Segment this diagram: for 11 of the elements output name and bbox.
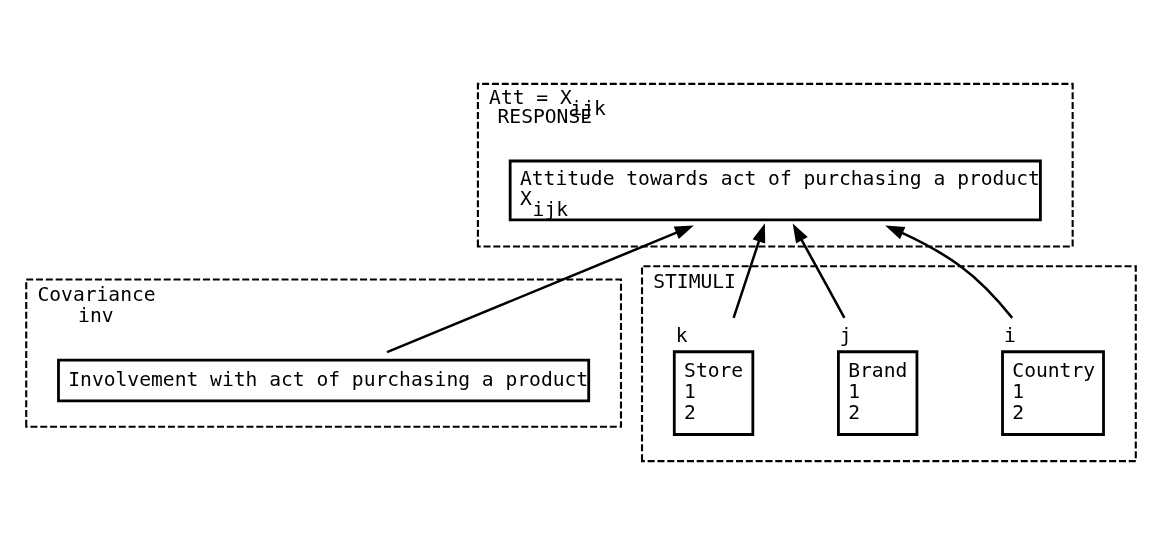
node-box: Country 1 2 <box>1001 349 1105 436</box>
arrow <box>885 224 1014 319</box>
node-label: i <box>1003 323 1016 347</box>
node-box: Brand 1 2 <box>837 349 919 436</box>
arrow <box>732 222 766 318</box>
node-box: Store 1 2 <box>672 349 755 436</box>
node-label: k <box>675 323 688 347</box>
node-box: Involvement with act of purchasing a product <box>57 358 591 402</box>
arrow <box>386 225 694 353</box>
arrow <box>792 223 846 318</box>
node-label: j <box>839 323 852 347</box>
